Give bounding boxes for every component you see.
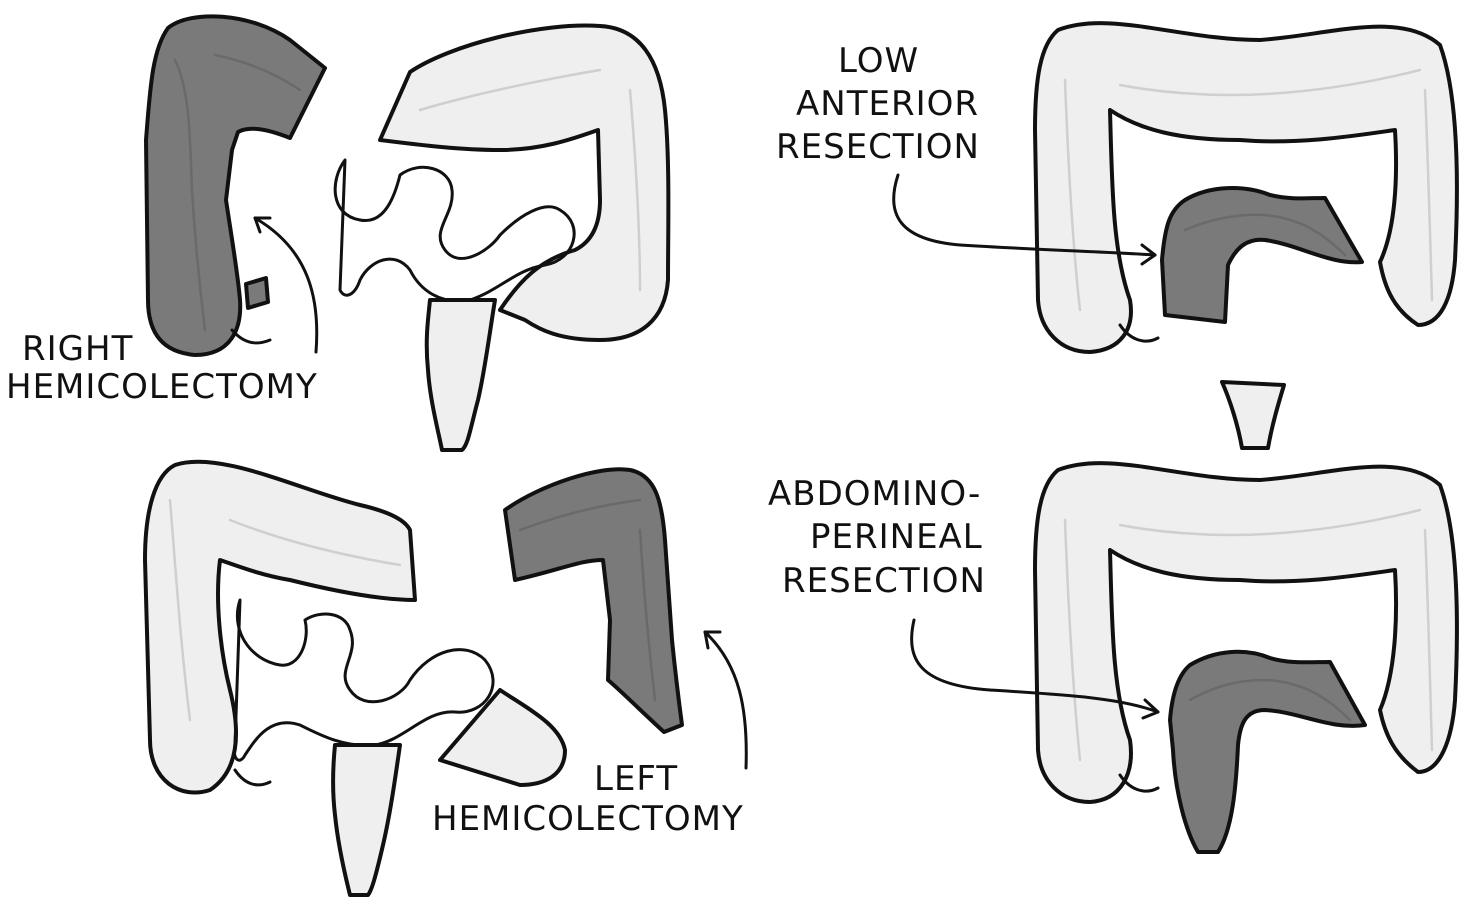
panel-right-hemicolectomy: RIGHT HEMICOLECTOMY — [6, 14, 671, 452]
panel-abdominoperineal-resection: ABDOMINO- PERINEAL RESECTION — [768, 461, 1459, 854]
resected-haustra — [1188, 678, 1352, 722]
healthy-colon-frame — [1033, 461, 1459, 804]
low-anterior-resection-label-line3: RESECTION — [776, 127, 980, 167]
remaining-transverse-colon — [378, 23, 671, 342]
rectum — [331, 743, 402, 897]
healthy-colon-frame — [1033, 21, 1459, 354]
ileal-stump — [244, 276, 270, 310]
abdominoperineal-resection-label-line3: RESECTION — [782, 561, 986, 601]
small-bowel — [232, 598, 495, 762]
appendix — [230, 328, 272, 345]
remaining-rectal-stump — [1220, 380, 1286, 450]
abdominoperineal-resection-label-line2: PERINEAL — [810, 517, 983, 557]
resected-right-colon — [144, 14, 327, 357]
right-hemicolectomy-label-line1: RIGHT — [22, 329, 133, 369]
low-anterior-resection-label-line1: LOW — [838, 41, 919, 81]
appendix — [1118, 323, 1160, 343]
resected-sigmoid — [1160, 186, 1364, 324]
appendix — [1118, 773, 1160, 793]
remaining-sigmoid — [438, 688, 567, 787]
arrow-head — [253, 216, 272, 234]
healthy-haustra — [418, 68, 642, 292]
resected-rectum-and-anus — [1168, 649, 1367, 854]
remaining-right-colon — [143, 459, 417, 795]
right-hemicolectomy-label-line2: HEMICOLECTOMY — [6, 367, 318, 407]
resected-haustra — [518, 498, 657, 702]
healthy-haustra — [168, 498, 402, 722]
rectum — [424, 298, 497, 452]
arrow-head — [703, 630, 722, 650]
abdominoperineal-resection-arrow — [910, 618, 1160, 714]
low-anterior-resection-label-line2: ANTERIOR — [796, 84, 979, 124]
arrow-head — [1141, 698, 1160, 720]
resected-haustra — [173, 53, 302, 332]
arrow-head — [1140, 243, 1157, 266]
left-hemicolectomy-label-line1: LEFT — [594, 759, 678, 799]
resected-haustra — [1183, 213, 1347, 257]
right-hemicolectomy-arrow — [253, 216, 319, 354]
abdominoperineal-resection-label-line1: ABDOMINO- — [768, 474, 981, 514]
healthy-haustra — [1063, 508, 1434, 762]
resected-left-colon — [503, 467, 684, 734]
healthy-haustra — [1063, 68, 1434, 312]
left-hemicolectomy-arrow — [703, 630, 748, 770]
small-bowel — [333, 158, 576, 303]
left-hemicolectomy-label-line2: HEMICOLECTOMY — [432, 799, 744, 839]
appendix — [233, 768, 272, 787]
low-anterior-resection-arrow — [892, 173, 1157, 257]
panel-left-hemicolectomy: LEFT HEMICOLECTOMY — [143, 459, 748, 897]
panel-low-anterior-resection: LOW ANTERIOR RESECTION — [776, 21, 1459, 450]
